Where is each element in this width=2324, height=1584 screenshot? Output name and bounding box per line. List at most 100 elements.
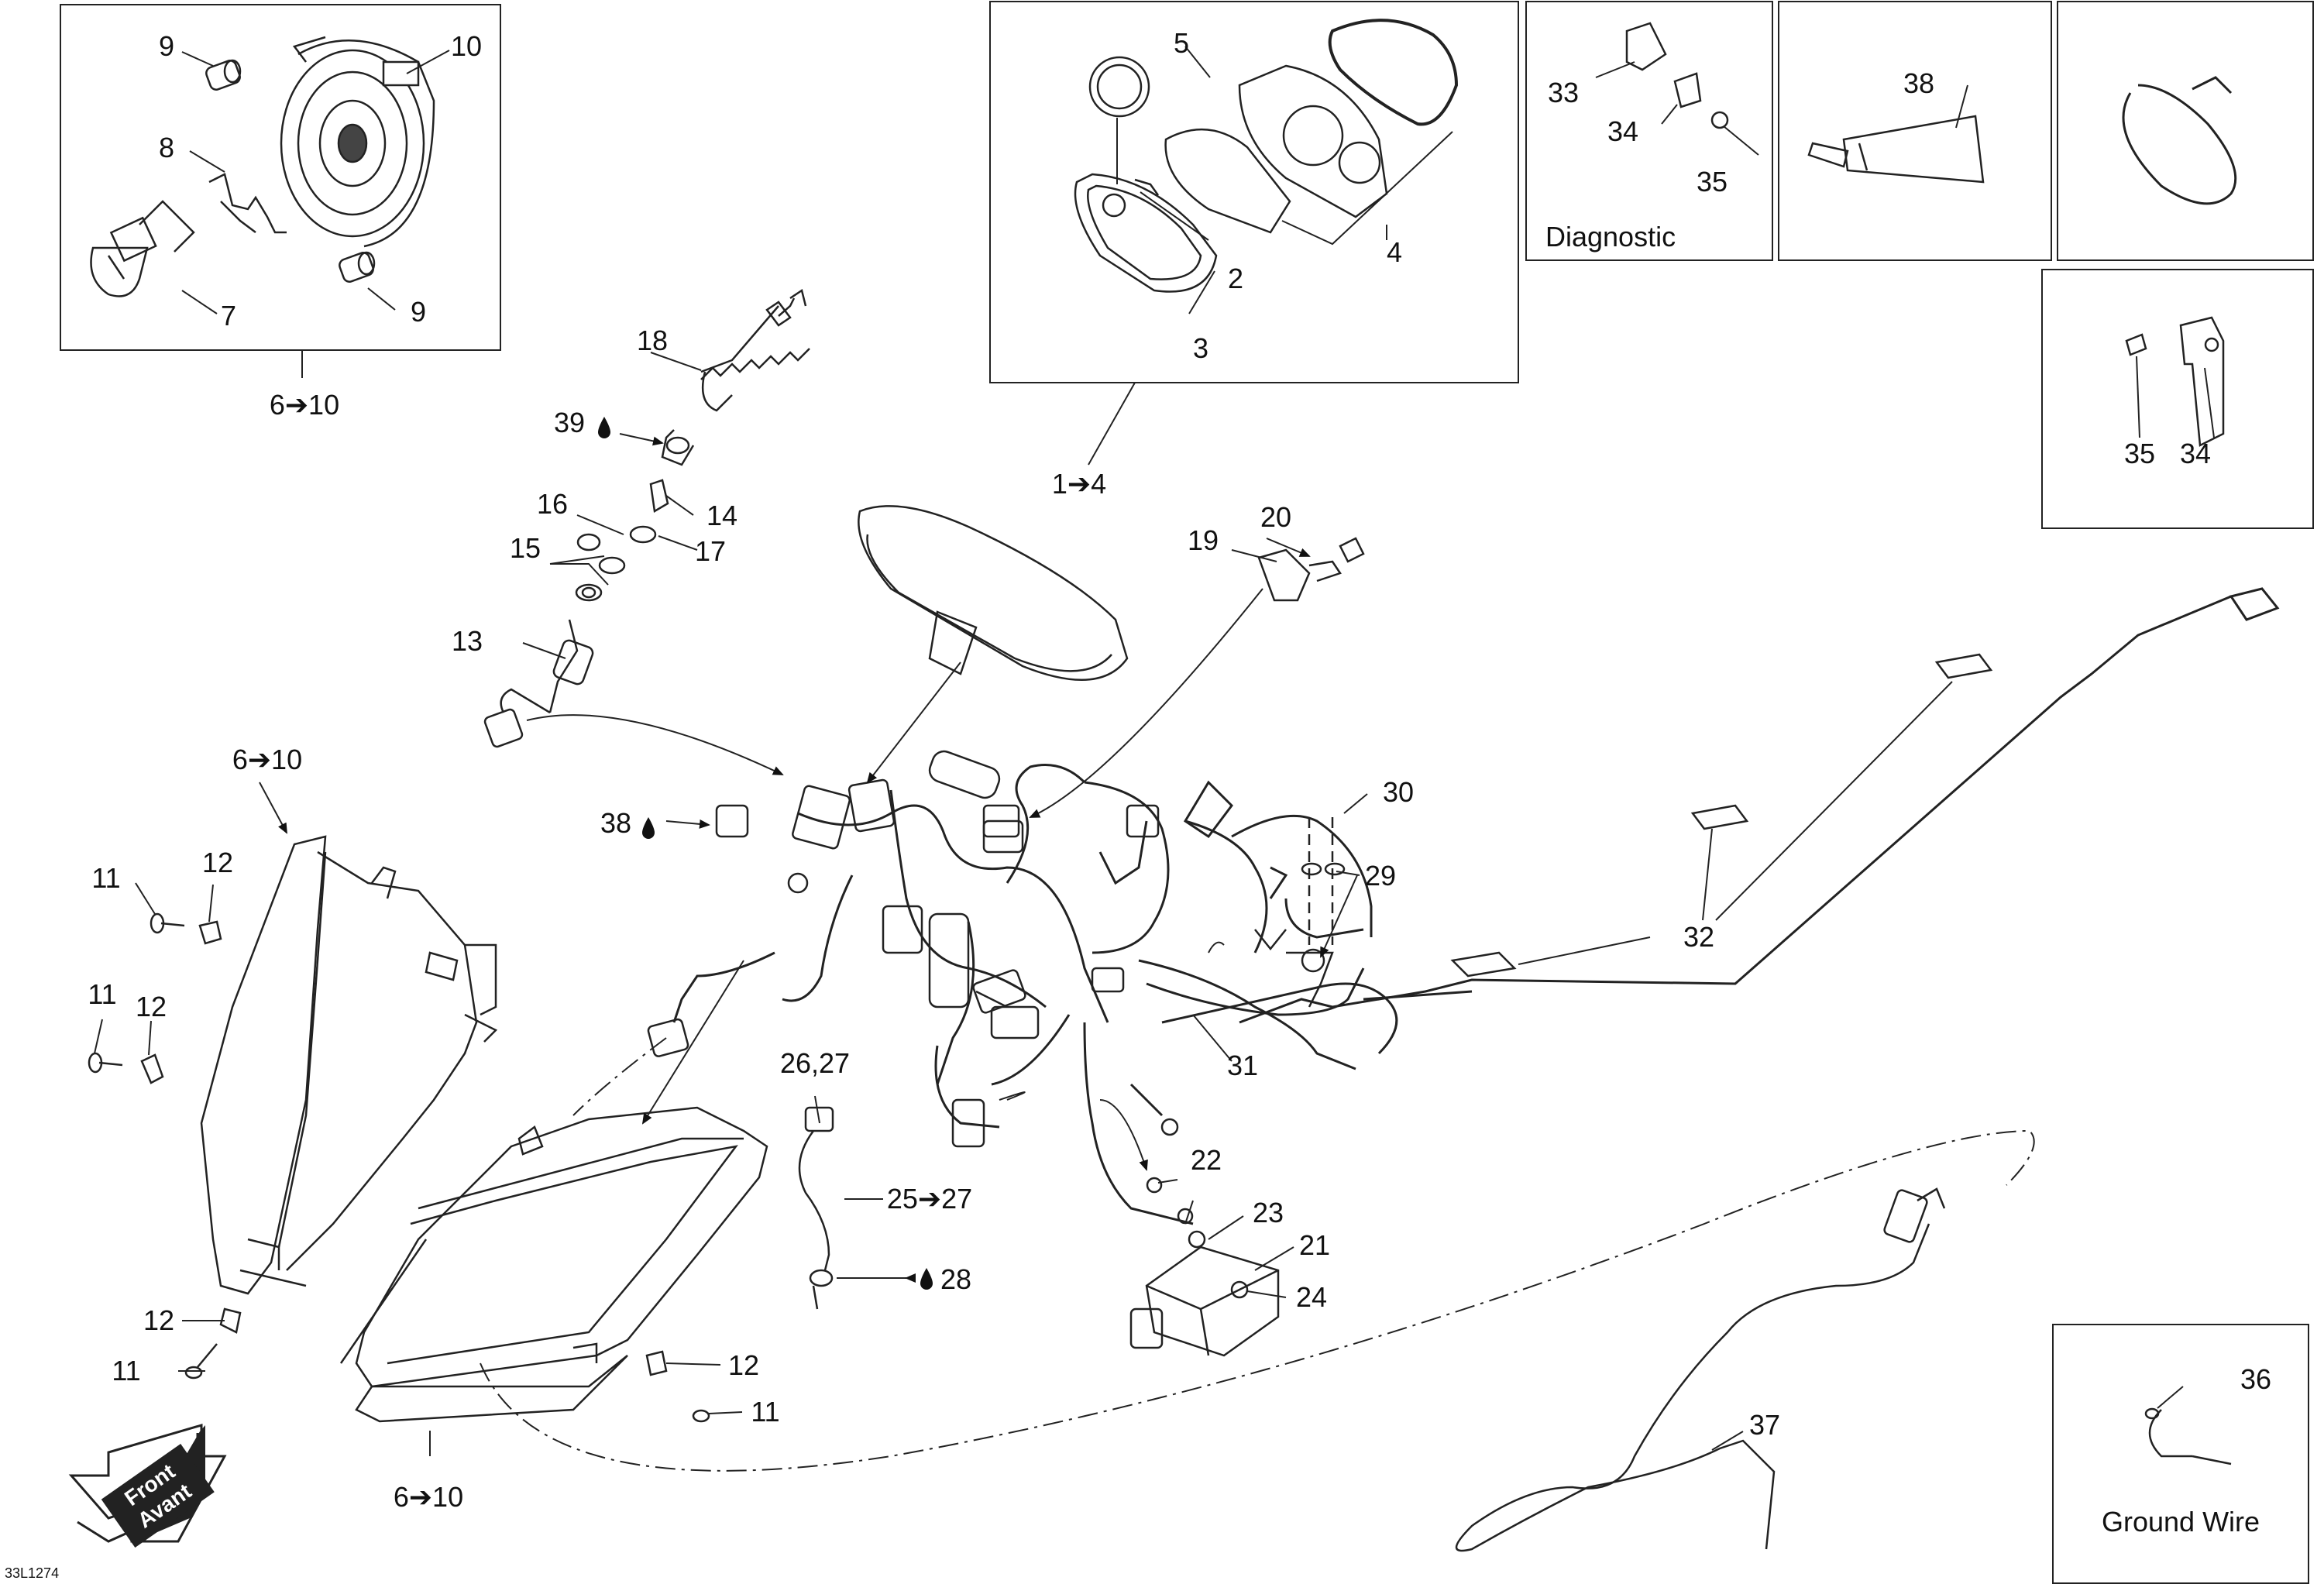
callout-7: 7 [221, 300, 236, 332]
mounting-bracket-icon [2125, 316, 2225, 447]
left-headlamp-icon [200, 835, 498, 1295]
headlamp-reflector-icon [280, 36, 435, 248]
callout-26-27: 26,27 [780, 1047, 850, 1079]
instrument-cluster-icon [858, 505, 1129, 682]
gauge-dial-icon [1088, 56, 1150, 118]
speed-sensor-icon [483, 301, 792, 748]
switch-icon [1257, 537, 1365, 602]
protectors-icon [1450, 653, 1993, 978]
drop-icon-39 [598, 417, 610, 438]
callout-16: 16 [537, 488, 568, 520]
callout-labels: 9 10 8 7 9 5 2 3 4 33 34 35 38 35 34 18 … [88, 27, 2271, 1513]
sensor-icon [798, 1130, 834, 1310]
cable-clamp-icon [2122, 76, 2237, 205]
drop-icon-38 [642, 817, 655, 839]
callout-28: 28 [940, 1263, 971, 1295]
callout-35-bracket: 35 [2124, 438, 2155, 469]
gauge-lens-icon [1164, 128, 1291, 234]
callout-14: 14 [706, 500, 737, 531]
spring-clip-icon [208, 173, 287, 234]
callout-21: 21 [1299, 1229, 1330, 1261]
callout-6-10-bottom: 6➔10 [394, 1481, 463, 1513]
headlamp-kit-box [60, 4, 501, 378]
callout-29: 29 [1365, 860, 1396, 892]
callout-22: 22 [1191, 1144, 1222, 1176]
drop-icon-28 [920, 1268, 933, 1290]
ground-wire-title: Ground Wire [2102, 1506, 2260, 1538]
callout-19: 19 [1188, 524, 1219, 556]
ground-wire-box [2052, 1324, 2309, 1584]
callout-9: 9 [159, 30, 174, 62]
callout-12: 12 [202, 847, 233, 878]
headlamp-kit-range: 6➔10 [270, 389, 339, 421]
callout-9-lower: 9 [411, 296, 426, 328]
callout-3: 3 [1193, 332, 1208, 364]
ground-wire-icon [2144, 1407, 2232, 1465]
clamp-box [2057, 1, 2314, 261]
callout-12-d: 12 [728, 1349, 759, 1381]
sealant-box [1778, 1, 2052, 261]
callout-37: 37 [1749, 1409, 1780, 1441]
gauge-bezel-icon [1074, 173, 1218, 293]
callout-5: 5 [1174, 27, 1189, 59]
callout-11-d: 11 [751, 1396, 779, 1428]
relation-lines [480, 1037, 2035, 1472]
callout-20: 20 [1260, 501, 1291, 533]
callout-13: 13 [452, 625, 483, 657]
callout-15: 15 [510, 532, 541, 564]
callout-32: 32 [1683, 921, 1714, 953]
callout-11: 11 [91, 862, 120, 894]
gauge-kit-box [989, 1, 1519, 466]
gauge-bulb-icon [1134, 178, 1160, 196]
callout-30: 30 [1383, 776, 1414, 808]
callout-6-10-left: 6➔10 [232, 744, 302, 775]
screws-nuts-icon [88, 912, 710, 1423]
gauge-kit-range: 1➔4 [1052, 468, 1106, 500]
callout-31: 31 [1227, 1050, 1258, 1081]
front-arrow-icon: Front Avant [68, 1424, 227, 1548]
callout-38-box: 38 [1903, 67, 1934, 99]
spring-icon [700, 288, 810, 380]
gauge-seal-icon [1328, 19, 1459, 126]
callout-12-c: 12 [143, 1304, 174, 1336]
washers-icon [575, 436, 690, 602]
callout-18: 18 [637, 325, 668, 356]
sealant-tube-icon [1807, 115, 1985, 184]
callout-24: 24 [1296, 1281, 1327, 1313]
diagnostic-connector-icon [1625, 22, 1729, 129]
leader-lines [94, 50, 2215, 1456]
connection-arrows [526, 588, 1263, 1171]
grommet-icon [1286, 817, 1346, 1008]
callout-4: 4 [1387, 236, 1402, 268]
callout-36: 36 [2240, 1363, 2271, 1395]
wiring-harness-icon [672, 587, 2280, 1225]
callout-11-c: 11 [112, 1355, 140, 1386]
bulb-icon [90, 200, 195, 297]
diagnostic-box [1525, 1, 1773, 261]
callout-12-b: 12 [136, 991, 167, 1022]
bracket-box [2041, 269, 2314, 529]
callout-2: 2 [1228, 263, 1243, 294]
grommet-top-icon [205, 59, 242, 91]
callout-35: 35 [1697, 166, 1728, 198]
callout-39: 39 [554, 407, 585, 438]
right-headlamp-icon [339, 1106, 768, 1423]
callout-38: 38 [600, 807, 631, 839]
callout-10: 10 [451, 30, 482, 62]
callout-34-bracket: 34 [2180, 438, 2211, 469]
diagnostic-title: Diagnostic [1545, 221, 1676, 253]
harness-connectors-icon [647, 750, 1287, 1148]
callout-11-b: 11 [88, 978, 116, 1010]
callout-34: 34 [1607, 115, 1638, 147]
gauge-housing-icon [1238, 64, 1388, 218]
callout-33: 33 [1548, 77, 1579, 108]
grommet-bottom-icon [339, 251, 376, 283]
callout-25-27: 25➔27 [887, 1183, 972, 1215]
callout-17: 17 [695, 535, 726, 567]
callout-8: 8 [159, 132, 174, 163]
callout-23: 23 [1253, 1197, 1284, 1228]
antenna-wire-icon [1455, 1187, 1946, 1552]
module-icon [1129, 1177, 1280, 1357]
diagram-code: 33L1274 [5, 1565, 59, 1581]
